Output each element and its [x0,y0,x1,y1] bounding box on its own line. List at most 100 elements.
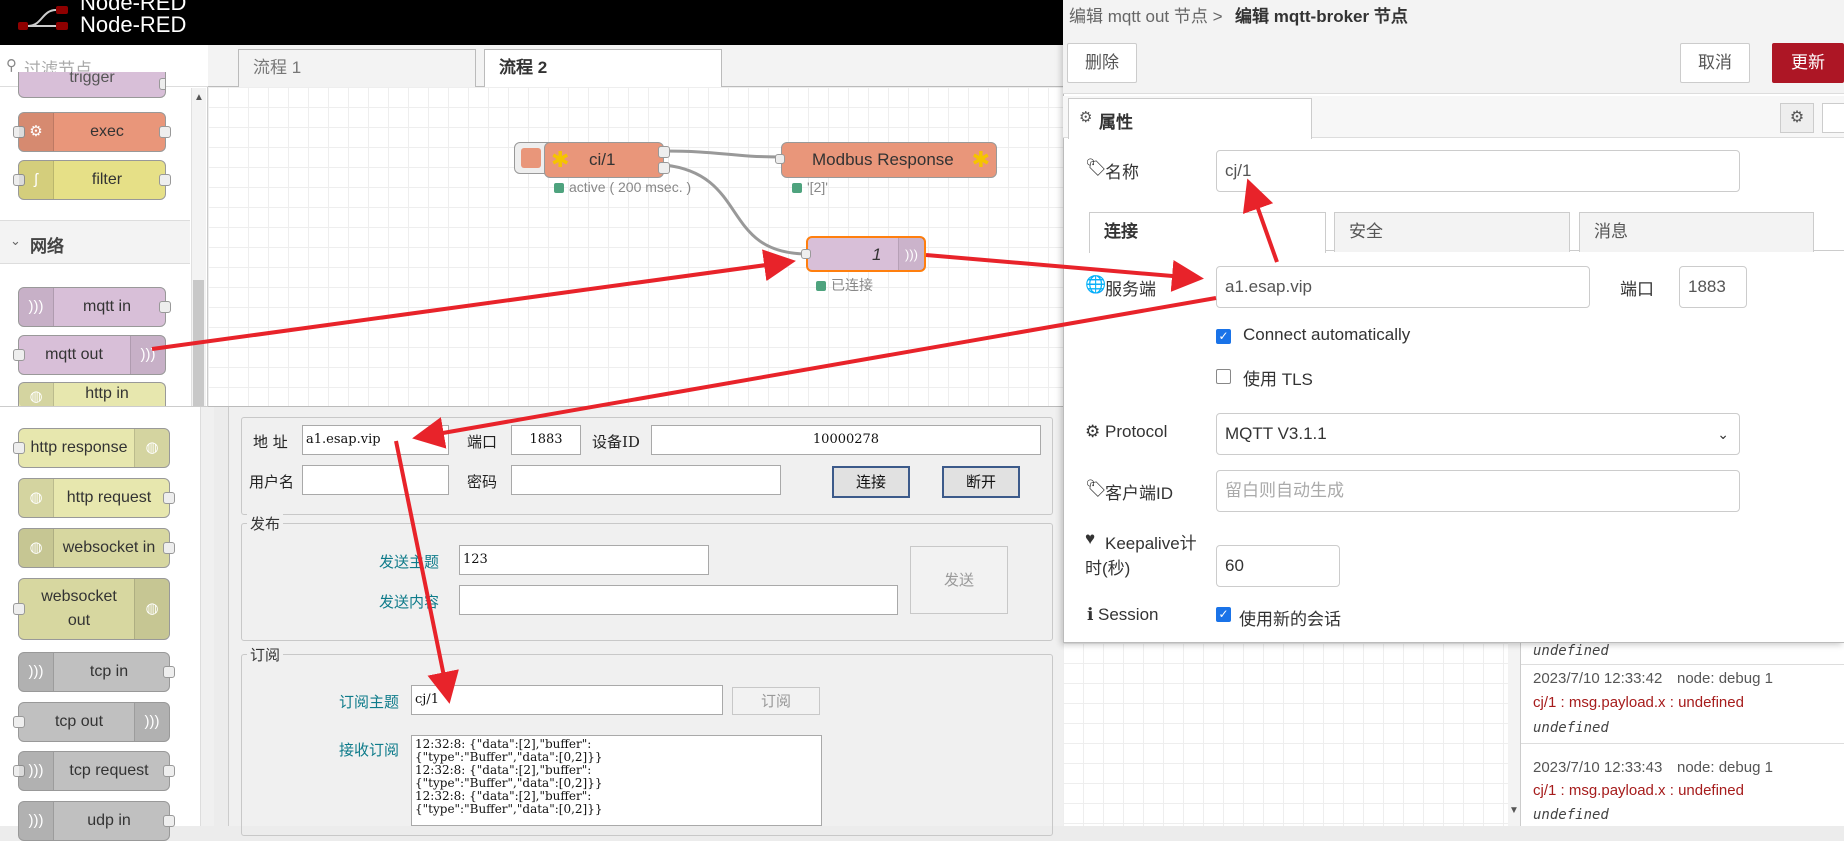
output-port[interactable] [163,666,175,678]
debug-node[interactable]: node: debug 1 [1677,670,1773,687]
receive-textarea[interactable]: 12:32:8: {"data":[2],"buffer": {"type":"… [411,735,822,826]
arrow-server-to-address [412,296,1217,449]
flow-node-mqtt-out[interactable]: 1 ))) [801,236,926,272]
input-port[interactable] [13,603,25,615]
palette-node-mqtt-out[interactable]: mqtt out ))) [13,335,166,375]
connect-automatically-checkbox[interactable]: ✓ [1216,329,1231,344]
palette-scrollbar[interactable] [200,405,214,826]
disconnect-button[interactable]: 断开 [942,466,1020,498]
heartbeat-icon: ♥ [1085,529,1096,548]
output-port[interactable] [658,162,670,174]
server-input[interactable]: a1.esap.vip [1216,266,1590,308]
scroll-up-icon[interactable]: ▲ [194,92,204,103]
port-input[interactable]: 1883 [1679,266,1747,308]
flow-canvas[interactable] [208,87,1063,407]
input-port[interactable] [13,174,25,186]
editor-breadcrumb[interactable]: 编辑 mqtt out 节点 > [1069,7,1223,26]
send-content-input[interactable] [459,585,898,615]
flow-node-modbus-response[interactable]: Modbus Response ✱ [775,142,997,178]
gear-icon: ⚙ [1085,422,1101,441]
tab-security[interactable]: 安全 [1334,212,1570,252]
input-port[interactable] [13,349,25,361]
output-port[interactable] [163,492,175,504]
send-button[interactable]: 发送 [910,546,1008,614]
palette-node-tcp-in[interactable]: ))) tcp in [18,652,175,692]
send-content-label: 发送内容 [379,593,440,611]
input-port[interactable] [13,442,25,454]
sub-topic-input[interactable]: cj/1 [411,685,723,715]
debug-scrollbar[interactable]: ▼ [1508,643,1520,826]
chevron-down-icon: ⌄ [10,233,21,248]
palette-node-http-in[interactable]: ◍ http in [18,382,166,406]
tab-flow-1[interactable]: 流程 1 [238,49,476,87]
protocol-select[interactable]: MQTT V3.1.1 ⌄ [1216,413,1740,455]
input-port[interactable] [775,154,785,164]
category-network[interactable]: ⌄ 网络 [0,220,190,264]
node-status: '[2]' [792,179,828,195]
appearance-tab-icon[interactable] [1822,103,1844,133]
keepalive-input[interactable]: 60 [1216,545,1340,587]
palette-node-http-response[interactable]: http response ◍ [13,428,170,468]
port-input[interactable]: 1883 [511,425,581,455]
output-port[interactable] [163,765,175,777]
name-input[interactable]: cj/1 [1216,150,1740,192]
tab-connection[interactable]: 连接 [1089,212,1326,253]
palette-node-tcp-out[interactable]: tcp out ))) [13,702,170,742]
client-id-input[interactable]: 留白则自动生成 [1216,470,1740,512]
palette-node-http-request[interactable]: ◍ http request [18,478,175,518]
nodered-logo-icon [18,6,68,30]
arrow-palette-to-node [151,249,796,351]
node-label: filter [91,171,123,188]
output-port[interactable] [163,542,175,554]
tab-properties[interactable]: ⚙ 属性 [1068,98,1312,139]
debug-value: undefined [1533,720,1609,736]
subscribe-button[interactable]: 订阅 [732,687,820,715]
globe-icon: 🌐 [1085,275,1107,294]
palette-node-trigger[interactable]: trigger [18,72,166,98]
node-label: websocket in [62,539,156,556]
subscribe-group-title: 订阅 [247,644,284,665]
globe-icon: ◍ [134,579,169,639]
debug-value: undefined [1533,807,1609,823]
palette-node-websocket-out[interactable]: websocket out ◍ [13,578,170,640]
status-text: active ( 200 msec. ) [569,179,692,195]
status-dot [792,183,802,193]
output-port[interactable] [159,174,171,186]
divider [1521,664,1844,665]
palette-node-tcp-request[interactable]: ))) tcp request [13,751,175,791]
output-port[interactable] [658,146,670,158]
output-port[interactable] [159,126,171,138]
username-input[interactable] [302,465,449,495]
input-port[interactable] [801,249,811,259]
input-port[interactable] [13,126,25,138]
scroll-down-icon[interactable]: ▼ [1509,805,1519,816]
cancel-button[interactable]: 取消 [1680,43,1750,83]
output-port[interactable] [159,301,171,313]
palette-node-exec[interactable]: ⚙ exec [13,112,171,152]
update-button[interactable]: 更新 [1772,43,1844,83]
palette-node-websocket-in[interactable]: ◍ websocket in [18,528,175,568]
debug-node[interactable]: node: debug 1 [1677,759,1773,776]
output-port[interactable] [159,78,165,90]
tab-messages[interactable]: 消息 [1579,212,1814,252]
gear-icon: ⚙ [19,113,54,151]
palette-node-filter[interactable]: ʃ filter [13,160,171,200]
connect-button[interactable]: 连接 [832,466,910,498]
flow-node-ci[interactable]: ✱ ci/1 [544,142,670,178]
send-topic-input[interactable]: 123 [459,545,709,575]
password-input[interactable] [511,465,781,495]
node-label: tcp out [54,713,104,730]
publish-group [241,523,1053,641]
use-tls-label: 使用 TLS [1243,370,1313,389]
input-port[interactable] [13,716,25,728]
filter-icon: ʃ [19,161,54,199]
clean-session-checkbox[interactable]: ✓ [1216,607,1231,622]
use-tls-checkbox[interactable] [1216,369,1231,384]
settings-gear-icon[interactable]: ⚙ [1780,103,1814,133]
palette-node-mqtt-in[interactable]: ))) mqtt in [18,287,171,327]
server-label: 服务端 [1105,280,1156,299]
device-id-input[interactable]: 10000278 [651,425,1041,455]
input-port[interactable] [13,765,25,777]
tab-flow-2[interactable]: 流程 2 [484,49,722,88]
delete-button[interactable]: 删除 [1067,43,1137,83]
